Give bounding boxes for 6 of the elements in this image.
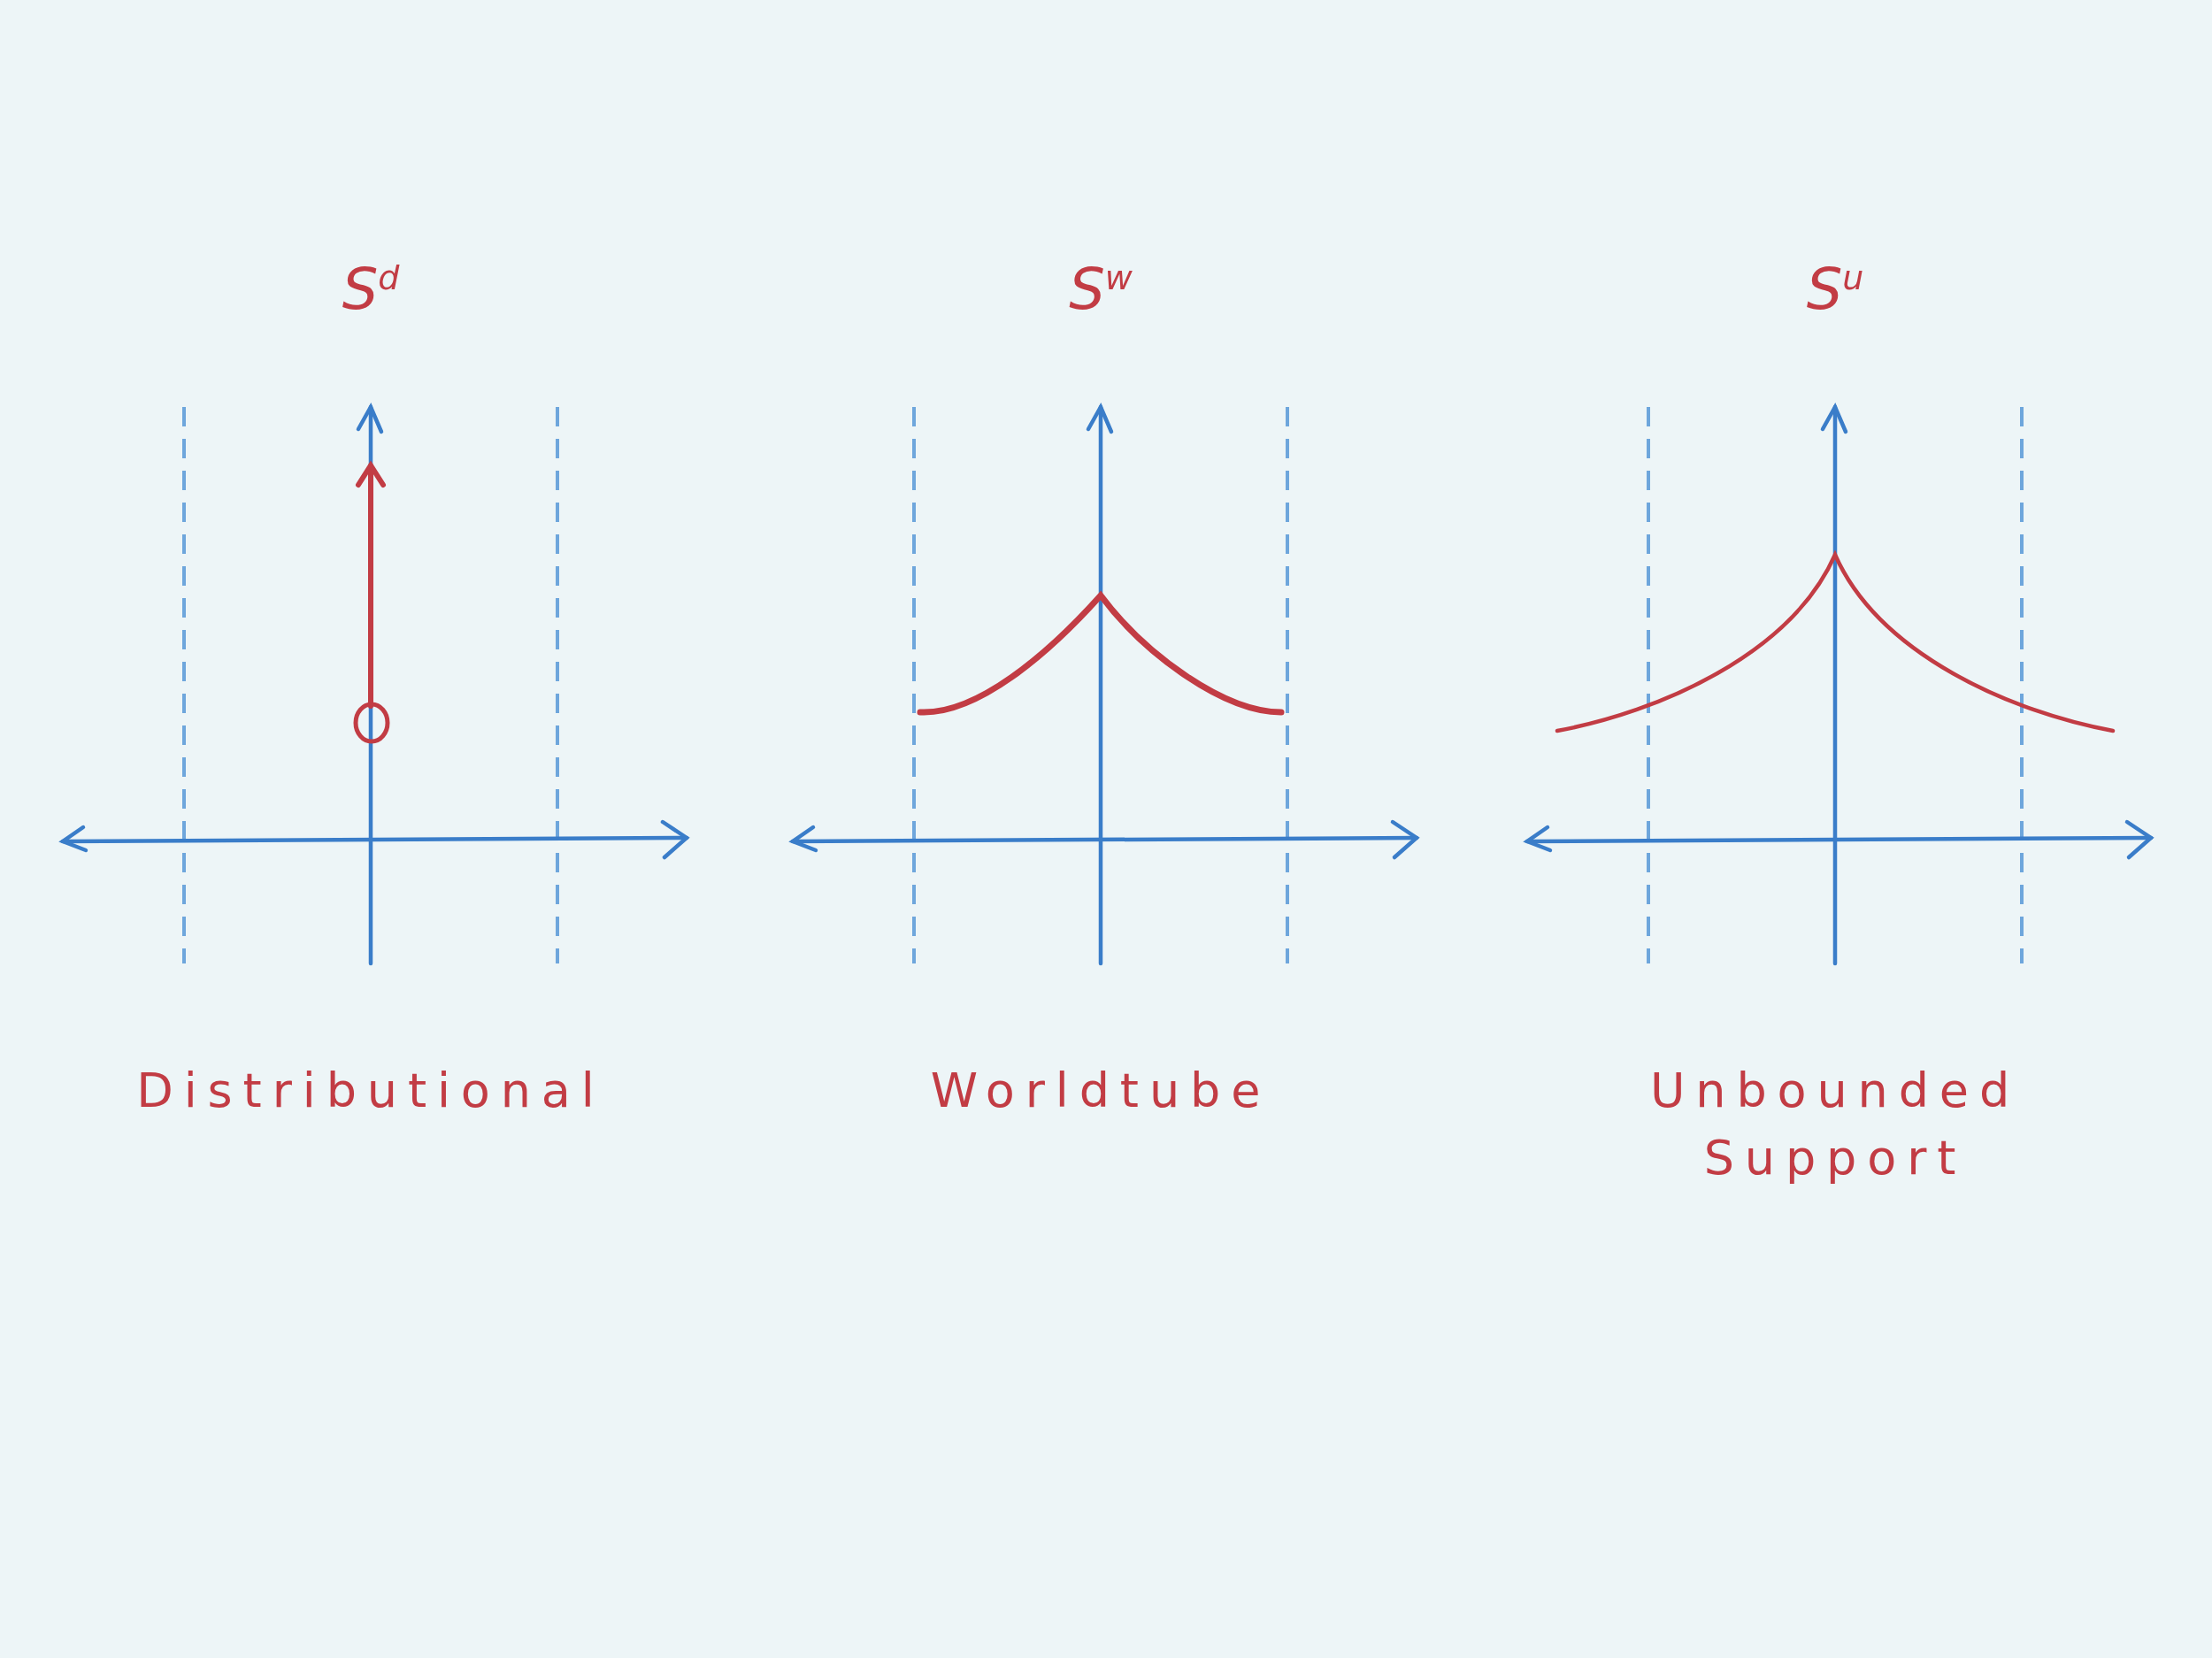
function-symbol: S$^{u}$ <box>1806 257 1864 322</box>
function-symbol: S$^{d}$ <box>342 257 400 322</box>
plot-caption: Distributional <box>135 1062 606 1120</box>
function-symbol: S$^{w}$ <box>1069 257 1133 322</box>
plot-caption: Unbounded Support <box>1648 1062 2022 1187</box>
plot-caption: Worldtube <box>929 1062 1272 1120</box>
